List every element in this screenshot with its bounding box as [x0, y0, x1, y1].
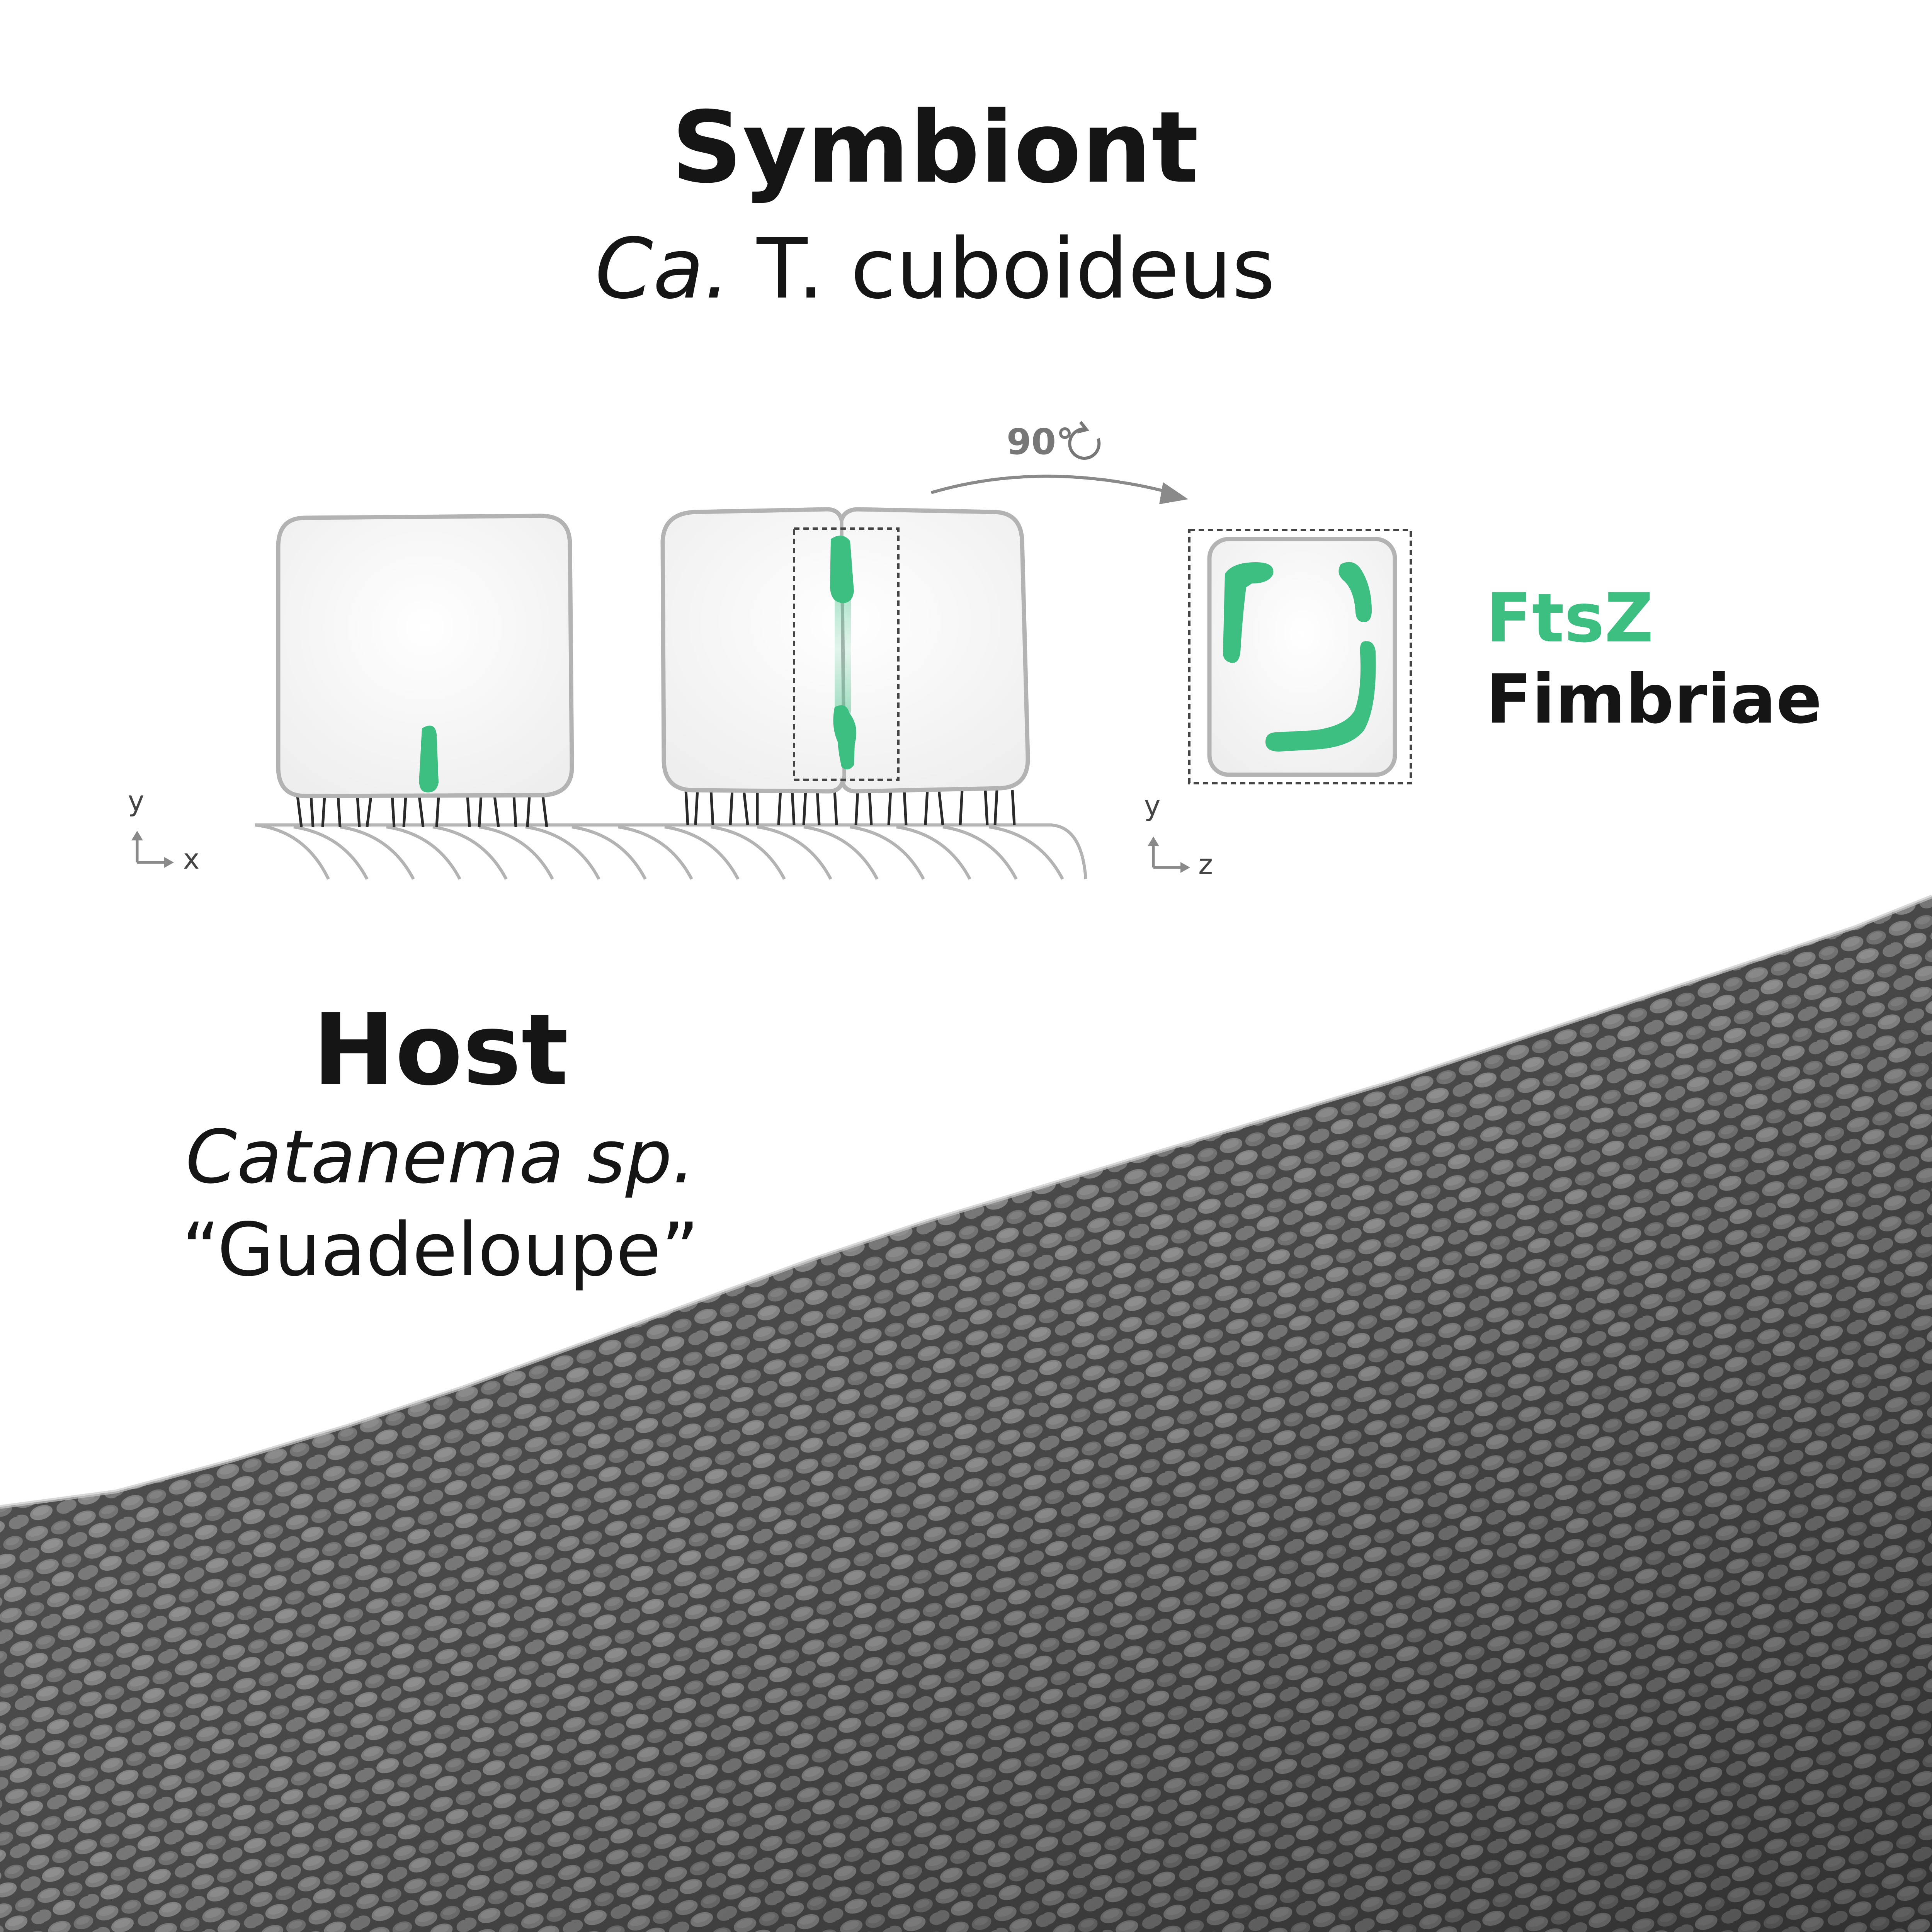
fimbriae-right-cell [684, 790, 1016, 825]
legend-ftsz: FtsZ [1486, 579, 1653, 658]
axis-label-z: z [1198, 848, 1213, 881]
ftsz-cross-section-left [1223, 562, 1274, 663]
host-species-line2: “Guadeloupe” [182, 1207, 699, 1293]
ftsz-cross-section-bottom [1265, 641, 1376, 752]
ftsz-ring-top-segment [830, 536, 854, 603]
axis-label-y-right: y [1144, 789, 1161, 822]
rotation-arrow [930, 474, 1171, 494]
host-title: Host [313, 993, 568, 1107]
symbiont-species: Ca. T. cuboideus [595, 220, 1275, 317]
sem-micrograph [0, 895, 1932, 1932]
axis-label-y-left: y [128, 785, 145, 817]
axis-indicator-zy: y z [1144, 789, 1213, 881]
legend-fimbriae: Fimbriae [1486, 660, 1822, 739]
symbiont-species-name: T. cuboideus [730, 220, 1275, 317]
rotation-label: 90° [1007, 421, 1074, 463]
symbiont-cell-single [276, 514, 574, 798]
fimbriae-left-cell [296, 796, 548, 827]
ftsz-ring-initial [419, 725, 439, 793]
ftsz-ring-bottom-segment [833, 705, 857, 770]
rotation-arrowhead [1159, 482, 1188, 504]
ftsz-cross-section-top-right [1338, 562, 1372, 622]
axis-label-x: x [183, 843, 200, 875]
symbiont-species-genus-abbrev: Ca. [595, 220, 730, 317]
division-plane-selection-box [793, 527, 900, 781]
host-cuticle-surface [255, 823, 1087, 880]
host-species-line1: Catanema sp. [185, 1114, 695, 1200]
axis-indicator-xy: y x [128, 785, 200, 875]
rotate-clockwise-icon [1068, 421, 1101, 460]
cross-section-selection-box [1188, 529, 1412, 784]
symbiont-title: Symbiont [672, 90, 1199, 205]
symbiont-cell-cross-section [1207, 537, 1397, 777]
ftsz-ring-faint-segment [835, 580, 851, 719]
